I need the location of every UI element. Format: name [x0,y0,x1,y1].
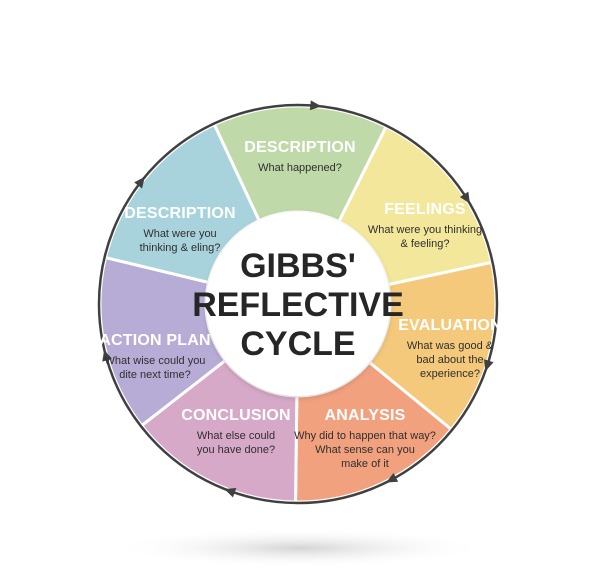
cycle-arrow-icon-1 [309,100,322,111]
cycle-arrow-icon-5 [224,488,237,498]
cycle-arrow-icon-6 [102,349,112,362]
segment-2-text-line-1: What were you thinking [368,224,482,236]
segment-7-text-line-1: What were you [143,228,216,240]
segment-5-title: CONCLUSION [181,407,291,424]
segment-6-text-line-2: dite next time? [119,369,191,381]
segment-1-text-line-1: What happened? [258,162,342,174]
segment-4-text-line-1: Why did to happen that way? [294,430,436,442]
segment-1-title: DESCRIPTION [244,139,356,156]
segment-6-text-line-1: What wise could you [105,355,206,367]
cycle-arrow-icon-4 [386,472,399,483]
ground-shadow [110,528,490,568]
center-group: GIBBS' REFLECTIVE CYCLE [192,212,404,396]
segment-4-title: ANALYSIS [324,407,405,424]
segment-3-text-line-2: bad about the [416,354,483,366]
center-title-line-2: REFLECTIVE [192,286,404,324]
segment-6-title: ACTION PLAN [99,332,211,349]
segment-3-text-line-3: experience? [420,368,480,380]
segment-7-title: DESCRIPTION [124,205,236,222]
segment-4-text-line-3: make of it [341,458,389,470]
segment-5-text-line-1: What else could [197,430,275,442]
arrows-group [97,100,499,505]
center-title-line-1: GIBBS' [240,247,356,285]
segment-4-text-line-2: What sense can you [315,444,415,456]
segment-7-text-line-2: thinking & eling? [140,242,221,254]
segment-5-text-line-2: you have done? [197,444,275,456]
center-title-line-3: CYCLE [240,325,355,363]
cycle-arrow-icon-2 [459,191,470,204]
segment-3-text-line-1: What was good & [407,340,494,352]
segment-2-text-line-2: & feeling? [401,238,450,250]
center-circle [206,212,390,396]
cycle-arrow-icon-7 [134,176,145,189]
labels-group: DESCRIPTION What happened? FEELINGS What we… [99,139,502,470]
segment-3-title: EVALUATION [398,317,502,334]
cycle-arrow-icon-3 [484,359,494,372]
segment-2-title: FEELINGS [384,201,466,218]
outer-ring [97,103,499,505]
